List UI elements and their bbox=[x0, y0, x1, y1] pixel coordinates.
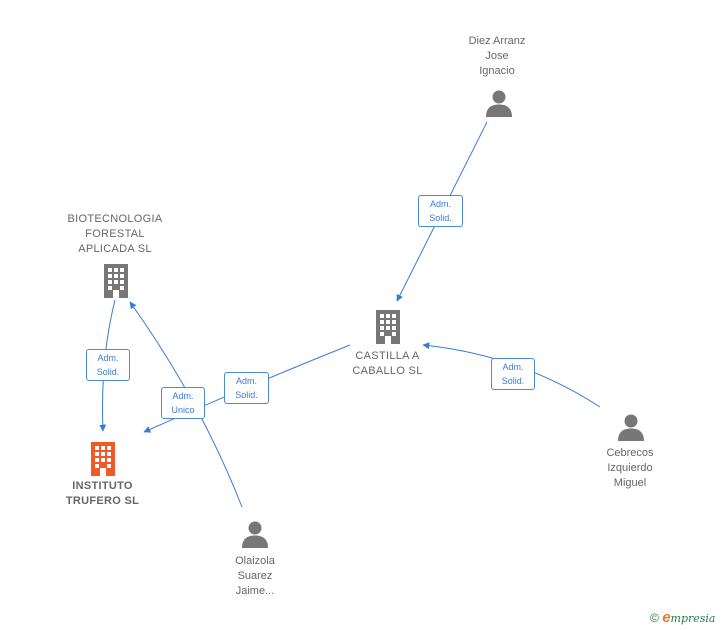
edge-label-cebrecos-castilla[interactable]: Adm. Solid. bbox=[491, 358, 535, 390]
edge-label-diez-castilla[interactable]: Adm. Solid. bbox=[418, 195, 463, 227]
node-label-olaizola[interactable]: Olaizola Suarez Jaime... bbox=[235, 555, 275, 597]
edge-label-biotec-instituto[interactable]: Adm. Solid. bbox=[86, 349, 130, 381]
person-icon[interactable] bbox=[616, 412, 646, 442]
copyright-symbol: © bbox=[650, 611, 659, 625]
node-label-cebrecos[interactable]: Cebrecos Izquierdo Miguel bbox=[606, 447, 654, 489]
person-icon[interactable] bbox=[484, 88, 514, 118]
node-label-diez[interactable]: Diez Arranz Jose Ignacio bbox=[468, 35, 526, 77]
person-icon[interactable] bbox=[240, 519, 270, 549]
building-icon[interactable] bbox=[101, 262, 131, 298]
empresia-watermark[interactable]: © empresia bbox=[650, 609, 716, 626]
brand-initial: e bbox=[662, 609, 671, 626]
building-icon[interactable] bbox=[373, 308, 403, 344]
node-label-instituto[interactable]: INSTITUTO TRUFERO SL bbox=[65, 480, 140, 507]
edge-label-castilla-instituto[interactable]: Adm. Solid. bbox=[224, 372, 269, 404]
building-icon[interactable] bbox=[88, 440, 118, 476]
node-label-biotec[interactable]: BIOTECNOLOGIA FORESTAL APLICADA SL bbox=[67, 213, 163, 255]
brand-name: mpresia bbox=[670, 612, 716, 625]
edge-label-olaizola-biotec[interactable]: Adm. Unico bbox=[161, 387, 205, 419]
node-label-castilla[interactable]: CASTILLA A CABALLO SL bbox=[352, 350, 423, 377]
